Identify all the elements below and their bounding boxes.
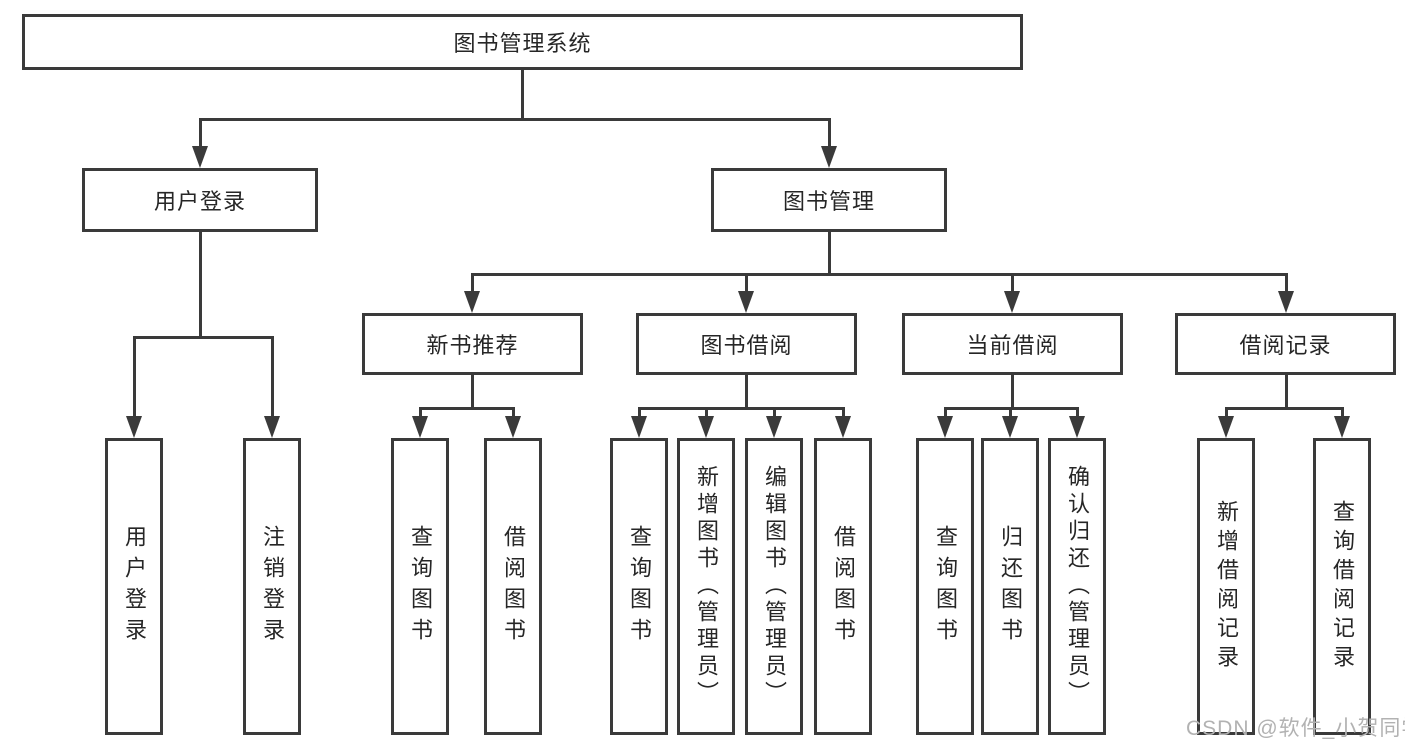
node-current-borrow: 当前借阅: [902, 313, 1123, 375]
connector-user-login-bar: [132, 336, 274, 339]
arrow-down-icon: [698, 416, 714, 438]
node-user-login: 用户登录: [82, 168, 318, 232]
arrow-down-icon: [505, 416, 521, 438]
node-leaf-user-login: 用户登录: [105, 438, 163, 735]
connector-records-stem: [1284, 375, 1288, 407]
connector-book-mgmt-stem: [827, 232, 831, 273]
connector-line: [943, 407, 947, 416]
arrow-down-icon: [766, 416, 782, 438]
connector-root-bar: [198, 118, 831, 121]
node-leaf-borrow-books-1: 借阅图书: [484, 438, 542, 735]
connector-line: [841, 407, 845, 416]
connector-borrow-bar: [637, 407, 845, 410]
arrow-down-icon: [937, 416, 953, 438]
connector-records-bar: [1224, 407, 1344, 410]
arrow-down-icon: [1334, 416, 1350, 438]
connector-root-stem: [520, 70, 524, 118]
connector-borrow-stem: [744, 375, 748, 407]
arrow-down-icon: [835, 416, 851, 438]
arrow-down-icon: [1218, 416, 1234, 438]
connector-line: [418, 407, 422, 416]
arrow-down-icon: [1278, 291, 1294, 313]
connector-line: [1284, 273, 1288, 291]
connector-line: [827, 118, 831, 146]
connector-current-stem: [1010, 375, 1014, 407]
node-leaf-query-books-1: 查询图书: [391, 438, 449, 735]
connector-line: [511, 407, 515, 416]
connector-book-mgmt-bar: [470, 273, 1288, 276]
connector-line: [744, 273, 748, 291]
connector-recommend-stem: [470, 375, 474, 407]
arrow-down-icon: [738, 291, 754, 313]
node-book-borrow: 图书借阅: [636, 313, 857, 375]
arrow-down-icon: [412, 416, 428, 438]
arrow-down-icon: [192, 146, 208, 168]
node-leaf-borrow-books-2: 借阅图书: [814, 438, 872, 735]
arrow-down-icon: [631, 416, 647, 438]
node-leaf-return-book: 归还图书: [981, 438, 1039, 735]
connector-user-login-stem: [198, 232, 202, 336]
node-new-book-recommend: 新书推荐: [362, 313, 583, 375]
arrow-down-icon: [126, 416, 142, 438]
connector-line: [270, 336, 274, 416]
node-root: 图书管理系统: [22, 14, 1023, 70]
arrow-down-icon: [264, 416, 280, 438]
node-leaf-query-books-3: 查询图书: [916, 438, 974, 735]
arrow-down-icon: [464, 291, 480, 313]
node-leaf-confirm-return-admin: 确认归还（管理员）: [1048, 438, 1106, 735]
connector-line: [772, 407, 776, 416]
arrow-down-icon: [1002, 416, 1018, 438]
connector-line: [1010, 273, 1014, 291]
node-borrow-records: 借阅记录: [1175, 313, 1396, 375]
node-leaf-query-borrow-record: 查询借阅记录: [1313, 438, 1371, 735]
arrow-down-icon: [1004, 291, 1020, 313]
connector-line: [1008, 407, 1012, 416]
node-leaf-add-borrow-record: 新增借阅记录: [1197, 438, 1255, 735]
connector-line: [198, 118, 202, 146]
connector-line: [1224, 407, 1228, 416]
node-leaf-logout: 注销登录: [243, 438, 301, 735]
arrow-down-icon: [1069, 416, 1085, 438]
node-book-management: 图书管理: [711, 168, 947, 232]
node-leaf-query-books-2: 查询图书: [610, 438, 668, 735]
watermark: CSDN @软件_小贺同学: [1186, 717, 1405, 740]
arrow-down-icon: [821, 146, 837, 168]
connector-line: [470, 273, 474, 291]
node-leaf-edit-book-admin: 编辑图书（管理员）: [745, 438, 803, 735]
connector-line: [704, 407, 708, 416]
node-leaf-add-book-admin: 新增图书（管理员）: [677, 438, 735, 735]
connector-line: [637, 407, 641, 416]
connector-line: [1340, 407, 1344, 416]
connector-recommend-bar: [418, 407, 515, 410]
connector-line: [1075, 407, 1079, 416]
connector-line: [132, 336, 136, 416]
